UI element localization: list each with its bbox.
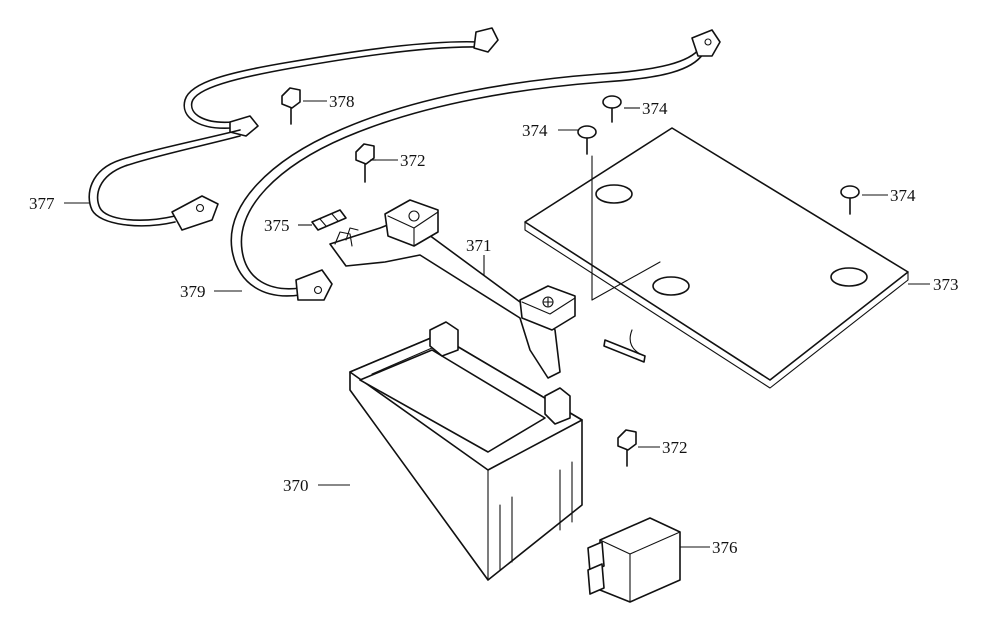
part-375-fuse <box>311 209 347 231</box>
label-377: 377 <box>29 194 55 213</box>
part-378-bolt <box>281 87 301 125</box>
label-374-a: 374 <box>642 99 668 118</box>
label-374-c: 374 <box>890 186 916 205</box>
label-372-upper: 372 <box>400 151 426 170</box>
label-375: 375 <box>264 216 290 235</box>
label-372-lower: 372 <box>662 438 688 457</box>
label-371: 371 <box>466 236 492 255</box>
part-373-cover-plate <box>524 127 909 389</box>
part-379-battery-cable <box>230 29 721 301</box>
label-370: 370 <box>283 476 309 495</box>
part-372-bolt-upper <box>355 143 375 183</box>
part-372-bolt-lower <box>617 429 637 467</box>
label-378: 378 <box>329 92 355 111</box>
part-377-battery-cable <box>88 27 499 231</box>
part-374-screw-c <box>840 185 860 215</box>
label-373: 373 <box>933 275 959 294</box>
part-374-screw-b <box>577 125 597 301</box>
label-379: 379 <box>180 282 206 301</box>
part-376-relay <box>587 517 681 603</box>
label-376: 376 <box>712 538 738 557</box>
leader-lines <box>64 100 930 548</box>
part-374-screw-a <box>602 95 622 123</box>
part-370-battery <box>349 321 583 581</box>
label-374-b: 374 <box>522 121 548 140</box>
part-371-battery-strap <box>329 199 576 379</box>
